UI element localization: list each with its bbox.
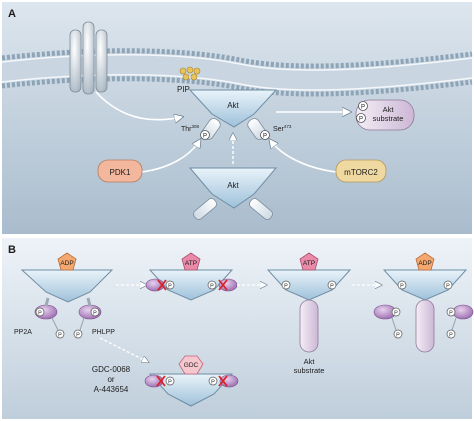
svg-text:P: P: [168, 379, 172, 385]
pip-label: PIP: [177, 85, 190, 94]
phospho-ser473: P: [260, 130, 270, 140]
inhibitor-label-line3: A-443654: [94, 385, 129, 394]
panel-a-label: A: [8, 8, 16, 20]
ser-site-label: Ser473: [273, 124, 292, 133]
svg-text:P: P: [394, 310, 398, 316]
svg-text:P: P: [396, 332, 400, 338]
b-arrow-inhibitor: [99, 337, 148, 362]
svg-text:P: P: [263, 134, 267, 140]
pdk1-arrow: [141, 140, 200, 173]
phospho-thr308: P: [200, 130, 210, 140]
inhibitor-label-line2: or: [107, 375, 114, 384]
svg-text:P: P: [76, 332, 80, 338]
atp-label-1: ATP: [185, 260, 197, 267]
panel-b-label: B: [8, 244, 16, 256]
akt-adp-post-state: P P P P P P: [373, 252, 474, 353]
akt-substrate-label-line1: Akt: [383, 105, 395, 114]
thr-site-label: Thr308: [181, 124, 200, 133]
pip-lipid-icon: [179, 66, 201, 81]
receptor-to-pip-arrow: [95, 91, 182, 120]
adp-label-1: ADP: [60, 260, 73, 267]
mtorc2-label: mTORC2: [344, 168, 378, 177]
svg-text:P: P: [38, 310, 42, 316]
pdk1-label: PDK1: [110, 168, 131, 177]
akt-active-label: Akt: [227, 101, 239, 110]
pp2a-label: PP2A: [14, 329, 32, 336]
receptor-icon: [69, 21, 108, 95]
akt-gdc-inhibited-state: P P: [144, 355, 239, 407]
svg-text:P: P: [284, 283, 288, 289]
akt-inactive-kinase: [188, 167, 278, 220]
svg-text:P: P: [210, 283, 214, 289]
svg-text:P: P: [93, 310, 97, 316]
svg-text:P: P: [359, 117, 363, 123]
adp-label-2: ADP: [418, 260, 431, 267]
akt-substrate-pill: P P: [355, 99, 415, 131]
phlpp-label: PHLPP: [92, 329, 115, 336]
inhibitor-label-line1: GDC-0068: [92, 365, 131, 374]
atp-label-2: ATP: [303, 260, 315, 267]
akt-active-kinase: [188, 89, 278, 140]
svg-text:P: P: [203, 134, 207, 140]
svg-text:P: P: [449, 332, 453, 338]
gdc-label: GDC: [184, 362, 199, 369]
b-substrate-label-line1: Akt: [304, 357, 316, 366]
svg-text:P: P: [361, 105, 365, 111]
mtorc2-badge: [335, 159, 387, 183]
akt-substrate-label-line2: substrate: [373, 114, 404, 123]
akt-inactive-label: Akt: [227, 181, 239, 190]
svg-text:P: P: [58, 332, 62, 338]
svg-text:P: P: [211, 379, 215, 385]
pdk1-badge: [97, 159, 143, 183]
svg-text:P: P: [330, 283, 334, 289]
svg-text:P: P: [449, 310, 453, 316]
mtorc2-arrow: [270, 140, 337, 173]
svg-text:P: P: [168, 283, 172, 289]
akt-atp-protected-state: P P: [145, 252, 238, 301]
akt-atp-substrate-state: P P: [266, 252, 352, 353]
b-substrate-label-line2: substrate: [294, 366, 325, 375]
svg-text:P: P: [446, 283, 450, 289]
akt-adp-state: P P P P: [20, 252, 114, 339]
svg-text:P: P: [400, 283, 404, 289]
